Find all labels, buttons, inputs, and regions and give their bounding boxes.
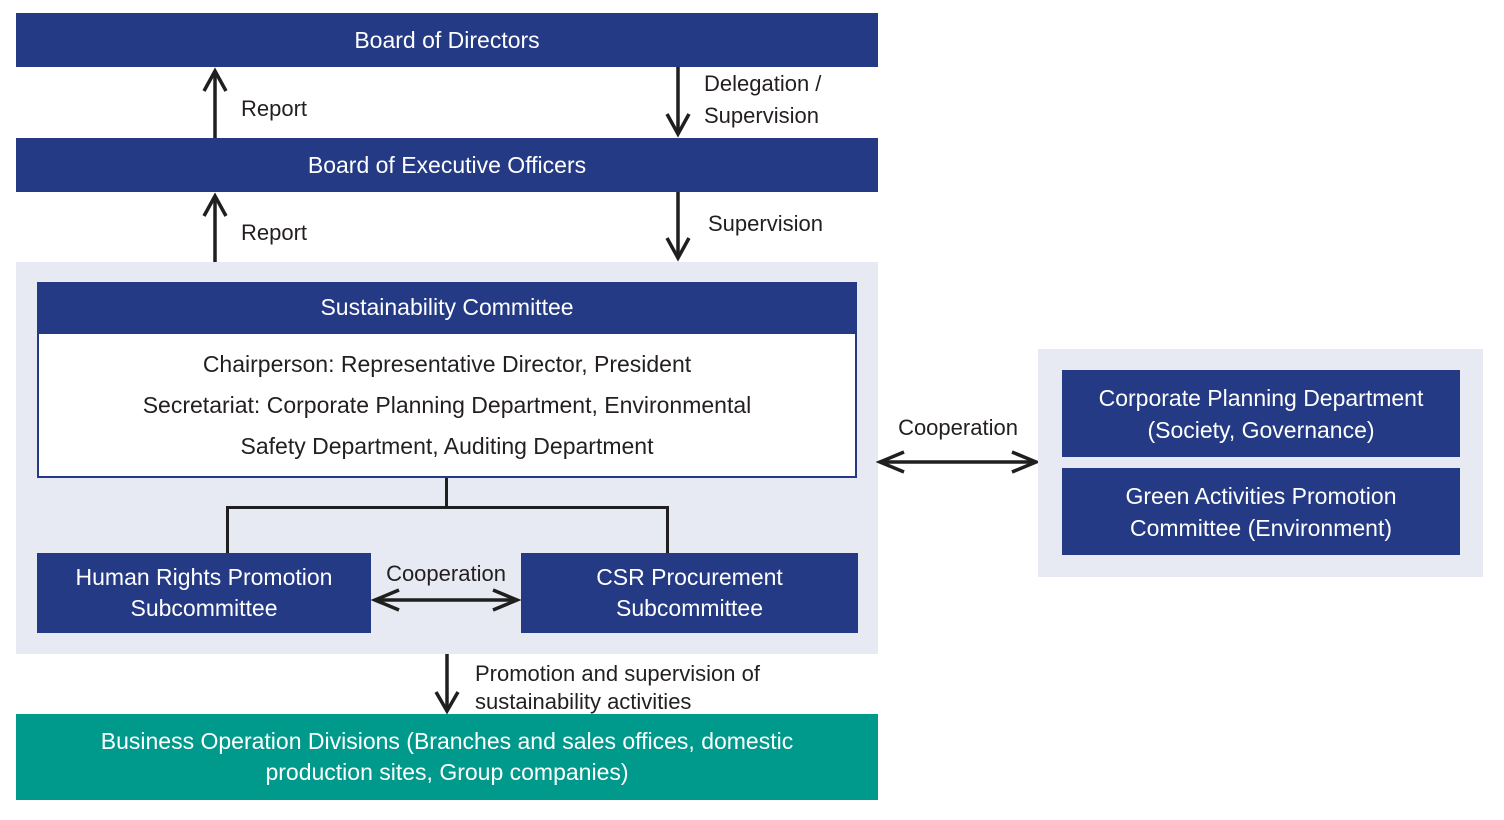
report-up-arrow: [202, 67, 228, 138]
board-of-directors-box: Board of Directors: [16, 13, 878, 67]
business-bar-line1: Business Operation Divisions (Branches a…: [100, 728, 794, 754]
human-rights-subcommittee-box: Human Rights Promotion Subcommittee: [37, 553, 371, 633]
delegation-down-arrow: [665, 67, 691, 138]
promotion-supervision-label: Promotion and supervision of sustainabil…: [475, 660, 760, 716]
human-rights-box-line2: Subcommittee: [130, 595, 278, 621]
board-of-executive-officers-label: Board of Executive Officers: [307, 152, 587, 178]
green-activities-committee-box: Green Activities Promotion Committee (En…: [1062, 468, 1460, 555]
corporate-planning-line2: (Society, Governance): [1147, 416, 1375, 443]
connector-stem-line: [445, 478, 448, 508]
report-up-arrow-2: [202, 192, 228, 262]
right-cooperation-label: Cooperation: [898, 415, 1018, 440]
promotion-label-line1: Promotion and supervision of: [475, 661, 760, 686]
committee-detail-box: Chairperson: Representative Director, Pr…: [37, 332, 857, 478]
committee-detail-line3: Safety Department, Auditing Department: [240, 432, 654, 459]
supervision-label: Supervision: [708, 211, 823, 236]
connector-right-drop-line: [666, 506, 669, 553]
supervision-down-arrow: [665, 192, 691, 262]
report-label-upper: Report: [241, 96, 308, 121]
green-activities-line1: Green Activities Promotion: [1125, 482, 1397, 509]
sustainability-committee-header: Sustainability Committee: [37, 282, 857, 332]
csr-box-line1: CSR Procurement: [596, 564, 783, 590]
board-of-directors-label: Board of Directors: [354, 27, 540, 53]
csr-box-line2: Subcommittee: [615, 595, 763, 621]
delegation-supervision-label: Delegation / Supervision: [704, 70, 821, 130]
subcommittee-cooperation-arrow: [371, 588, 521, 612]
connector-horizontal-line: [226, 506, 669, 509]
promotion-down-arrow: [434, 654, 460, 714]
subcommittee-cooperation-label: Cooperation: [386, 561, 506, 586]
connector-left-drop-line: [226, 506, 229, 553]
business-operation-divisions-box: Business Operation Divisions (Branches a…: [16, 714, 878, 800]
green-activities-line2: Committee (Environment): [1129, 514, 1393, 541]
esg-functions-panel: Corporate Planning Department (Society, …: [1038, 349, 1483, 577]
promotion-label-line2: sustainability activities: [475, 689, 692, 714]
report-label-lower: Report: [241, 220, 308, 245]
sustainability-committee-label: Sustainability Committee: [320, 294, 574, 320]
business-bar-line2: production sites, Group companies): [265, 759, 629, 785]
board-of-executive-officers-box: Board of Executive Officers: [16, 138, 878, 192]
committee-detail-line1: Chairperson: Representative Director, Pr…: [202, 350, 692, 377]
delegation-label-line2: Supervision: [704, 103, 819, 128]
corporate-planning-line1: Corporate Planning Department: [1098, 384, 1424, 411]
sustainability-committee-panel: Sustainability Committee Chairperson: Re…: [16, 262, 878, 654]
corporate-planning-department-box: Corporate Planning Department (Society, …: [1062, 370, 1460, 457]
committee-detail-line2: Secretariat: Corporate Planning Departme…: [142, 391, 752, 418]
delegation-label-line1: Delegation /: [704, 71, 822, 96]
csr-procurement-subcommittee-box: CSR Procurement Subcommittee: [521, 553, 858, 633]
right-cooperation-arrow: [876, 450, 1040, 474]
human-rights-box-line1: Human Rights Promotion: [75, 564, 333, 590]
